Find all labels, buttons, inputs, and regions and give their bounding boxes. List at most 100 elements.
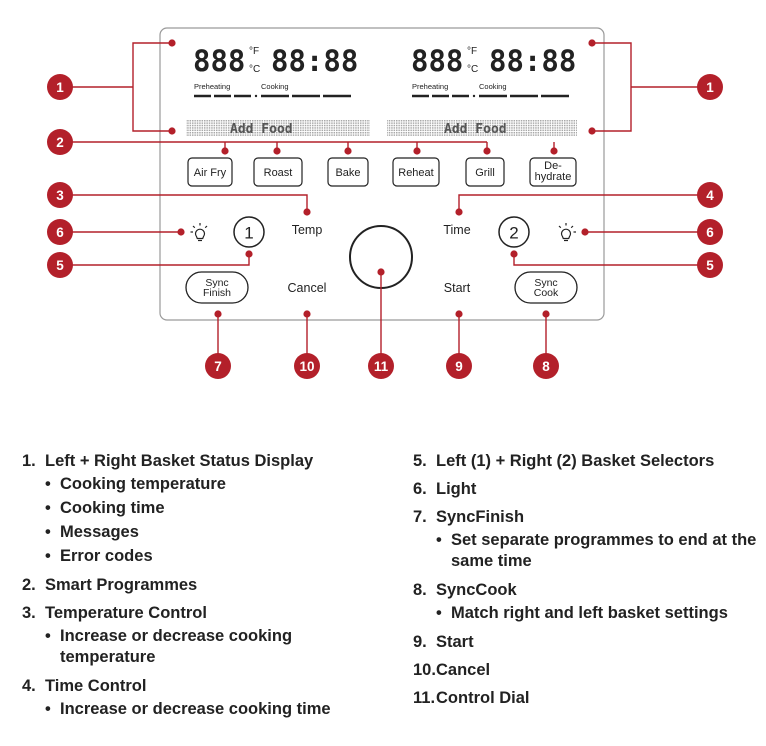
right-unit-f: °F xyxy=(467,46,477,57)
left-basket-selector[interactable]: 1 xyxy=(233,216,265,248)
svg-text:2: 2 xyxy=(56,135,64,150)
svg-text:4: 4 xyxy=(706,188,714,203)
right-unit-c: °C xyxy=(467,64,478,75)
control-panel-diagram: 888 °F °C 88:88 Preheating Cooking 888 °… xyxy=(47,27,723,379)
legend-label: Control Dial xyxy=(436,689,530,707)
callout-10: 10 xyxy=(294,353,320,379)
right-basket-number: 2 xyxy=(509,224,518,243)
callout-6-left: 6 xyxy=(47,219,73,245)
cancel-button[interactable]: Cancel xyxy=(288,281,327,295)
leader-lines xyxy=(60,42,710,365)
legend-label: Smart Programmes xyxy=(45,576,198,594)
legend-subitem: Set separate programmes to end at the sa… xyxy=(413,530,758,572)
legend-item: 5. Left (1) + Right (2) Basket Selectors xyxy=(413,452,758,471)
programme-label: Grill xyxy=(475,167,495,179)
legend-item: 2.Smart Programmes xyxy=(22,576,372,595)
left-time-digits: 88:88 xyxy=(271,44,358,78)
right-time-digits: 88:88 xyxy=(489,44,576,78)
right-basket-selector[interactable]: 2 xyxy=(498,216,530,248)
svg-text:3: 3 xyxy=(56,188,64,203)
svg-text:9: 9 xyxy=(455,359,463,374)
left-basket-display: 888 °F °C 88:88 Preheating Cooking xyxy=(193,44,358,98)
control-panel xyxy=(159,27,605,321)
legend-item: 9. Start xyxy=(413,633,758,652)
legend-item: 7. SyncFinishSet separate programmes to e… xyxy=(413,508,758,572)
legend-number: 5. xyxy=(413,452,427,470)
callout-1-right: 1 xyxy=(697,74,723,100)
left-unit-f: °F xyxy=(249,46,259,57)
right-message-strip xyxy=(387,120,577,136)
right-temp-digits: 888 xyxy=(411,44,463,78)
svg-text:8: 8 xyxy=(542,359,550,374)
start-button[interactable]: Start xyxy=(444,281,471,295)
legend-item: 6. Light xyxy=(413,480,758,499)
programme-label: Air Fry xyxy=(194,167,227,179)
legend-label: SyncFinish xyxy=(436,508,525,526)
legend-subitem: Increase or decrease cooking time xyxy=(22,699,372,720)
legend-label: Left + Right Basket Status Display xyxy=(45,452,314,470)
programme-button-dehydrate[interactable]: De-hydrate xyxy=(529,157,577,187)
legend-item: 1. Left + Right Basket Status DisplayCook… xyxy=(22,452,372,567)
callout-7: 7 xyxy=(205,353,231,379)
svg-text:6: 6 xyxy=(56,225,64,240)
legend-number: 1. xyxy=(22,452,36,470)
svg-text:7: 7 xyxy=(214,359,222,374)
left-light-icon[interactable] xyxy=(190,223,208,242)
left-basket-number: 1 xyxy=(244,224,253,243)
programme-button-airfry[interactable]: Air Fry xyxy=(187,157,233,187)
legend-label: Light xyxy=(436,480,477,498)
svg-text:1: 1 xyxy=(706,80,714,95)
legend-label: SyncCook xyxy=(436,581,517,599)
legend-right: 5. Left (1) + Right (2) Basket Selectors 6… xyxy=(413,452,758,717)
legend-label: Cancel xyxy=(436,661,491,679)
callout-1-left: 1 xyxy=(47,74,73,100)
legend-item: 11.Control Dial xyxy=(413,689,758,708)
right-cooking-label: Cooking xyxy=(479,82,507,91)
svg-text:11: 11 xyxy=(374,359,389,374)
legend-subitem: Cooking temperature xyxy=(22,474,372,495)
callout-8: 8 xyxy=(533,353,559,379)
legend-item: 8.SyncCookMatch right and left basket se… xyxy=(413,581,758,624)
svg-text:10: 10 xyxy=(299,359,314,374)
callout-2: 2 xyxy=(47,129,73,155)
right-basket-display: 888 °F °C 88:88 Preheating Cooking xyxy=(411,44,576,98)
svg-text:5: 5 xyxy=(56,258,64,273)
callout-3: 3 xyxy=(47,182,73,208)
legend-label: Time Control xyxy=(45,677,147,695)
right-light-icon[interactable] xyxy=(558,223,576,242)
programme-label: Reheat xyxy=(398,167,433,179)
legend-item: 10.Cancel xyxy=(413,661,758,680)
legend-label: Left (1) + Right (2) Basket Selectors xyxy=(436,452,715,470)
programme-button-roast[interactable]: Roast xyxy=(253,157,303,187)
time-control[interactable]: Time xyxy=(443,223,470,237)
programme-button-reheat[interactable]: Reheat xyxy=(392,157,440,187)
legend-number: 8. xyxy=(413,581,427,599)
temp-control[interactable]: Temp xyxy=(292,223,323,237)
callout-6-right: 6 xyxy=(697,219,723,245)
right-message-text: Add Food xyxy=(444,122,507,137)
left-temp-digits: 888 xyxy=(193,44,245,78)
legend-subitem: Increase or decrease cooking temperature xyxy=(22,626,372,668)
callout-5-right: 5 xyxy=(697,252,723,278)
callout-4: 4 xyxy=(697,182,723,208)
left-cooking-label: Cooking xyxy=(261,82,289,91)
callout-badges: 1 1 2 3 4 6 6 5 5 7 10 11 9 8 xyxy=(47,74,723,379)
programme-label: De-hydrate xyxy=(535,160,572,183)
legend-item: 3.Temperature ControlIncrease or decreas… xyxy=(22,604,372,668)
programme-button-grill[interactable]: Grill xyxy=(465,157,505,187)
programme-button-bake[interactable]: Bake xyxy=(327,157,369,187)
legend-number: 7. xyxy=(413,508,427,526)
legend-item: 4.Time ControlIncrease or decrease cooki… xyxy=(22,677,372,720)
right-preheating-label: Preheating xyxy=(412,82,448,91)
programme-label: Roast xyxy=(264,167,293,179)
smart-programme-buttons: Air Fry Roast Bake Reheat Grill De-hydrate xyxy=(187,157,577,187)
legend-number: 9. xyxy=(413,633,427,651)
legend-label: Start xyxy=(436,633,474,651)
svg-text:1: 1 xyxy=(56,80,64,95)
legend-number: 6. xyxy=(413,480,427,498)
programme-label: Bake xyxy=(335,167,360,179)
legend-subitem: Messages xyxy=(22,522,372,543)
